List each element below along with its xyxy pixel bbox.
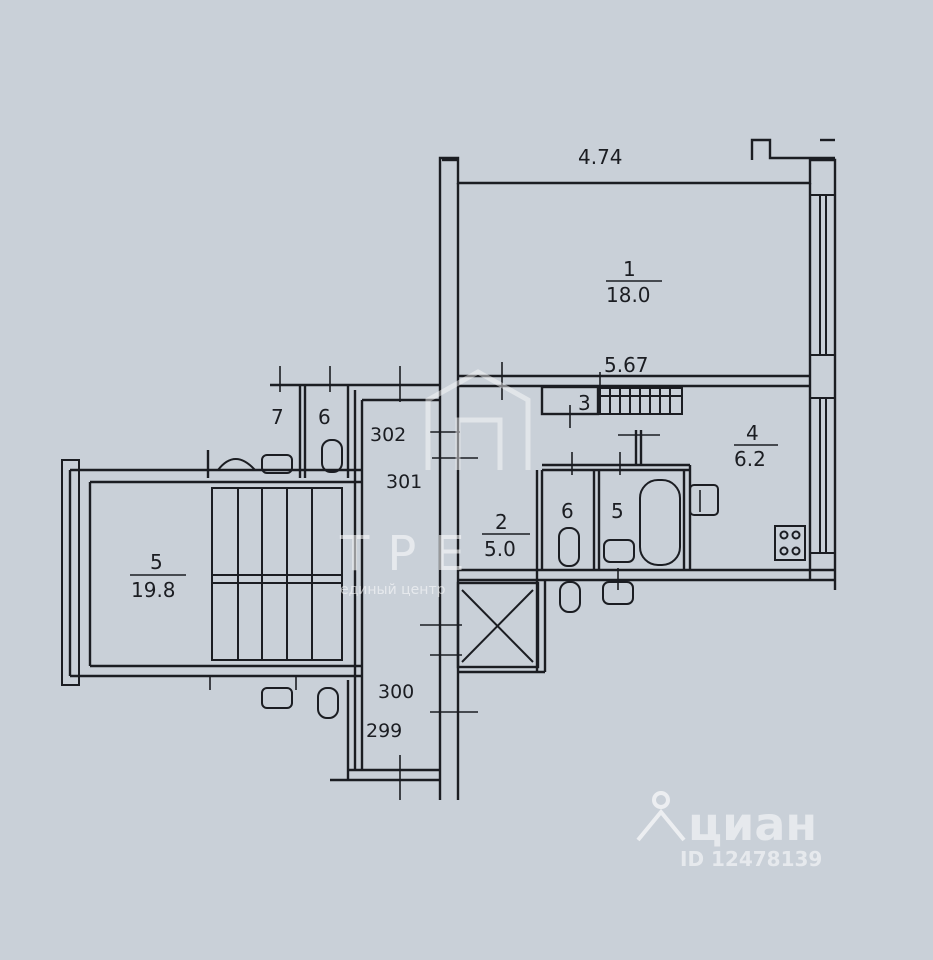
dimension-top-width: 4.74: [578, 145, 623, 169]
stair-hall-area: 19.8: [131, 578, 176, 602]
agency-watermark-text: ТРЕ: [339, 526, 483, 582]
room-4-number: 4: [746, 421, 759, 445]
neighbour-room-6: 6: [318, 405, 331, 429]
staircase: [211, 487, 343, 661]
room-1-area: 18.0: [606, 283, 651, 307]
dimension-ticks: [209, 362, 701, 800]
listing-id-watermark: ID 12478139: [680, 847, 822, 871]
portal-name-watermark: циан: [688, 797, 817, 851]
agency-logo-watermark: [425, 369, 531, 470]
portal-logo-icon: [636, 791, 686, 842]
room-2-area: 5.0: [484, 537, 516, 561]
room-1-number: 1: [623, 257, 636, 281]
room-4-area: 6.2: [734, 447, 766, 471]
fixtures: [217, 387, 806, 719]
stair-hall-number: 5: [150, 550, 163, 574]
apartment-number-300: 300: [378, 681, 414, 703]
apartment-number-299: 299: [366, 720, 402, 742]
apartment-number-301: 301: [386, 471, 422, 493]
shaft-cross: [461, 589, 534, 663]
neighbour-room-7: 7: [271, 405, 284, 429]
room-6-number: 6: [561, 499, 574, 523]
windows: [61, 194, 836, 686]
room-2-number: 2: [495, 510, 508, 534]
agency-watermark-tagline: единый центр: [340, 582, 446, 598]
room-5-number: 5: [611, 499, 624, 523]
walls: [68, 138, 837, 800]
apartment-number-302: 302: [370, 424, 406, 446]
dimension-inner-width: 5.67: [604, 353, 649, 377]
room-3-number: 3: [578, 391, 591, 415]
